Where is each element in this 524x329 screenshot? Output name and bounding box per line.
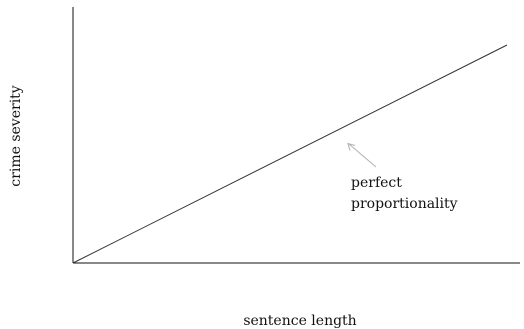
- x-axis-label: sentence length: [243, 313, 356, 329]
- annotation-arrow: [347, 142, 377, 168]
- annotation-label-line2: proportionality: [351, 196, 458, 212]
- proportionality-line: [72, 44, 508, 264]
- annotation-label-line1: perfect: [351, 175, 402, 191]
- y-axis-label: crime severity: [8, 85, 24, 186]
